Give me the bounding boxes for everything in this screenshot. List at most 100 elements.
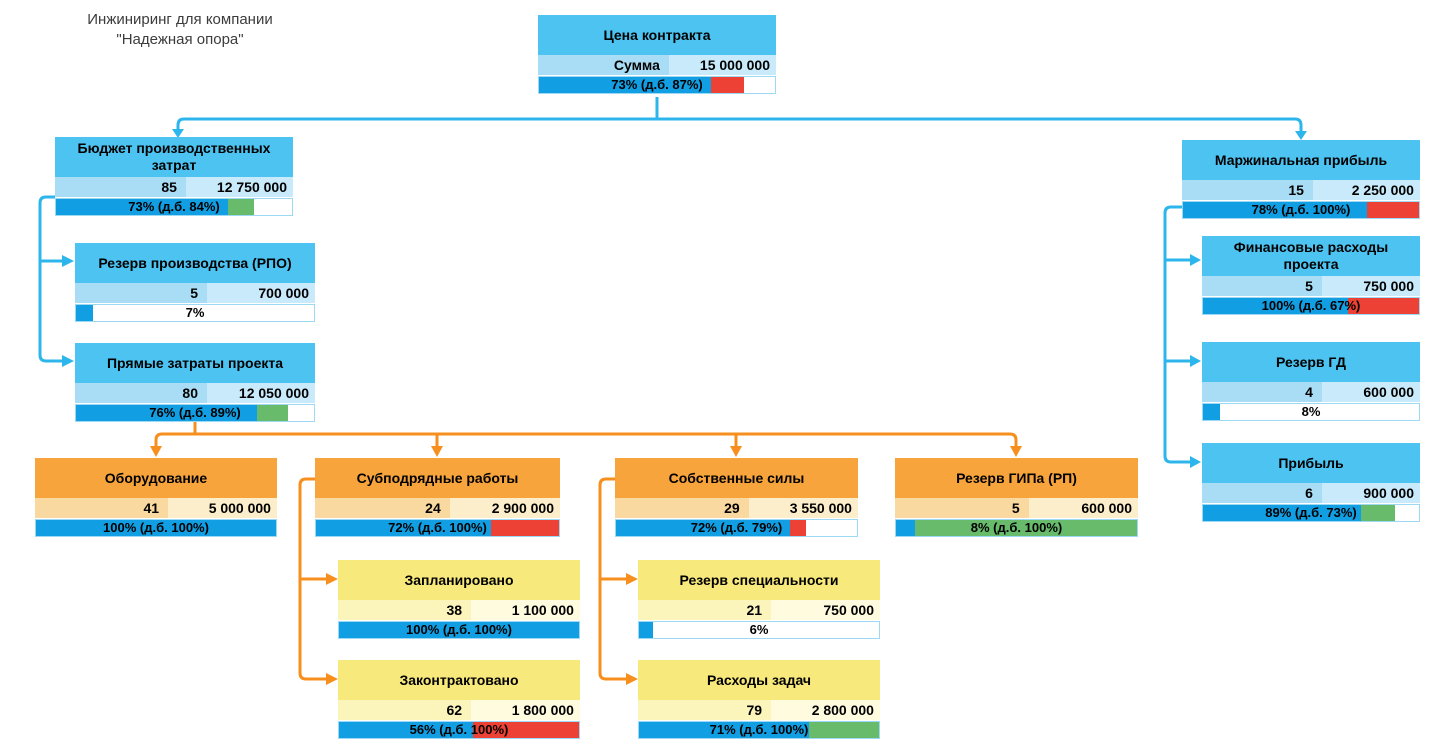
- progress-label: 72% (д.б. 79%): [690, 520, 783, 535]
- arrowheads-subcontract: [326, 573, 338, 685]
- arrowheads-top: [172, 129, 1307, 140]
- progress-label: 100% (д.б. 100%): [103, 520, 209, 535]
- value-left: 15: [1182, 180, 1313, 200]
- value-left: 5: [895, 498, 1029, 518]
- progress-label: 73% (д.б. 84%): [128, 199, 220, 214]
- progress-bar: 100% (д.б. 67%): [1202, 297, 1420, 315]
- value-left: 24: [315, 498, 450, 518]
- node-title: Собственные силы: [615, 458, 858, 498]
- progress-bar: 72% (д.б. 79%): [615, 519, 858, 537]
- value-amount: 2 900 000: [449, 498, 560, 518]
- value-amount: 750 000: [771, 600, 880, 620]
- node-title: Прямые затраты проекта: [75, 343, 315, 383]
- value-amount: 2 250 000: [1312, 180, 1420, 200]
- progress-label: 72% (д.б. 100%): [388, 520, 487, 535]
- progress-bar: 8%: [1202, 403, 1420, 421]
- page-title: Инжиниринг для компании "Надежная опора": [30, 10, 330, 51]
- progress-label: 7%: [185, 305, 205, 320]
- value-amount: 900 000: [1321, 483, 1420, 503]
- value-left: 5: [1202, 276, 1322, 296]
- arrowheads-left: [62, 255, 74, 367]
- progress-bar: 8% (д.б. 100%): [895, 519, 1138, 537]
- value-amount: 15 000 000: [668, 55, 776, 75]
- node-title: Финансовые расходы проекта: [1202, 236, 1420, 276]
- progress-bar: 73% (д.б. 84%): [55, 198, 293, 216]
- node-title: Маржинальная прибыль: [1182, 140, 1420, 180]
- progress-label: 100% (д.б. 67%): [1261, 298, 1361, 313]
- progress-label: 8% (д.б. 100%): [970, 520, 1063, 535]
- progress-label: 8%: [1301, 404, 1321, 419]
- progress-bar: 71% (д.б. 100%): [638, 721, 880, 739]
- progress-bar: 76% (д.б. 89%): [75, 404, 315, 422]
- progress-label: 71% (д.б. 100%): [709, 722, 809, 737]
- progress-label: 56% (д.б. 100%): [409, 722, 509, 737]
- progress-label: 89% (д.б. 73%): [1265, 505, 1357, 520]
- progress-label: 78% (д.б. 100%): [1251, 202, 1351, 217]
- value-amount: 5 000 000: [168, 498, 277, 518]
- value-amount: 600 000: [1321, 382, 1420, 402]
- value-left: 41: [35, 498, 169, 518]
- node-title: Расходы задач: [638, 660, 880, 700]
- progress-bar: 100% (д.б. 100%): [35, 519, 277, 537]
- progress-bar: 72% (д.б. 100%): [315, 519, 560, 537]
- node-title: Оборудование: [35, 458, 277, 498]
- value-amount: 12 050 000: [207, 383, 315, 403]
- progress-bar: 6%: [638, 621, 880, 639]
- progress-label: 6%: [749, 622, 769, 637]
- value-amount: 700 000: [207, 283, 315, 303]
- node-title: Резерв ГД: [1202, 342, 1420, 382]
- value-left: 4: [1202, 382, 1322, 402]
- value-left: 6: [1202, 483, 1322, 503]
- progress-label: 76% (д.б. 89%): [149, 405, 241, 420]
- node-title: Законтрактовано: [338, 660, 580, 700]
- connector-left-bracket: [38, 195, 62, 363]
- connector-orange-split: [154, 420, 1018, 446]
- value-amount: 600 000: [1028, 498, 1138, 518]
- arrowheads-own-forces: [626, 573, 638, 685]
- arrowheads-orange-split: [150, 446, 1022, 457]
- value-amount: 3 550 000: [748, 498, 858, 518]
- value-amount: 750 000: [1321, 276, 1420, 296]
- connector-top-split: [176, 97, 1303, 133]
- value-left: 79: [638, 700, 772, 720]
- node-title: Цена контракта: [538, 15, 776, 55]
- connector-right-bracket: [1163, 205, 1190, 464]
- value-left: Сумма: [538, 55, 669, 75]
- value-left: 85: [55, 177, 186, 197]
- value-left: 38: [338, 600, 472, 620]
- value-left: 29: [615, 498, 749, 518]
- value-amount: 1 100 000: [471, 600, 580, 620]
- progress-bar: 7%: [75, 304, 315, 322]
- value-amount: 1 800 000: [471, 700, 580, 720]
- value-left: 62: [338, 700, 472, 720]
- node-title: Субподрядные работы: [315, 458, 560, 498]
- progress-bar: 100% (д.б. 100%): [338, 621, 580, 639]
- node-title: Резерв специальности: [638, 560, 880, 600]
- node-title: Резерв ГИПа (РП): [895, 458, 1138, 498]
- progress-bar: 56% (д.б. 100%): [338, 721, 580, 739]
- progress-bar: 73% (д.б. 87%): [538, 76, 776, 94]
- value-left: 21: [638, 600, 772, 620]
- value-amount: 12 750 000: [185, 177, 293, 197]
- page-title-line1: Инжиниринг для компании: [87, 11, 273, 28]
- progress-bar: 78% (д.б. 100%): [1182, 201, 1420, 219]
- page-title-line2: "Надежная опора": [116, 31, 244, 49]
- value-left: 80: [75, 383, 207, 403]
- arrowheads-right: [1190, 254, 1201, 468]
- node-title: Бюджет производственных затрат: [55, 137, 293, 177]
- node-title: Прибыль: [1202, 443, 1420, 483]
